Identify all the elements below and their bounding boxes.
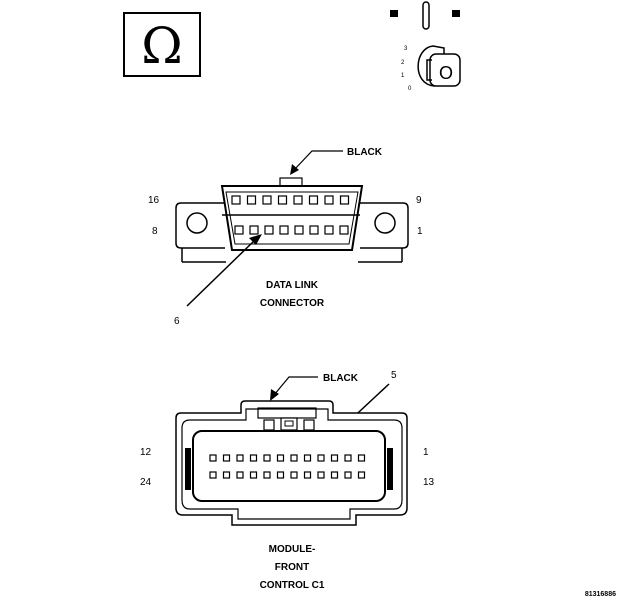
dlc-pin-cavity [262,195,272,205]
dlc-pointer-arrow-icon [249,234,262,245]
mfc-pin-cavity [222,471,231,479]
ohm-meter-symbol: Ω [123,12,201,77]
mfc-wire-arrow-icon [270,389,279,401]
mfc-title-line2: FRONT [275,562,309,573]
dlc-pin-label-8: 8 [152,226,158,237]
mfc-pin-cavity [290,454,298,462]
dlc-pin-cavity [309,225,319,235]
dlc-pin-cavity [231,195,241,205]
dlc-key-tab [279,177,303,187]
mfc-pin-label-24: 24 [140,477,152,488]
mfc-pin-cavity [263,471,271,479]
indicator-bar-icon [422,1,430,30]
key-position-3: 3 [404,46,408,52]
mfc-pin-cavity [344,454,352,462]
mfc-pin-cavity [317,471,325,479]
dlc-right-flange [360,202,409,249]
mfc-pin-cavity [276,454,285,462]
mfc-wire-leader [273,376,318,396]
dlc-pin-label-9: 9 [416,195,422,206]
key-position-1: 1 [401,73,405,79]
dlc-pin-cavity [279,225,289,235]
ignition-off-icon: 3 2 1 0 O [390,1,461,92]
indicator-right [452,10,460,17]
mfc-pin-cavity [209,471,217,479]
mfc-pin-cavity [317,454,325,462]
dlc-pin-cavity [294,225,304,235]
mfc-inner-housing [181,408,403,520]
mfc-pin-cavity [303,454,312,462]
mfc-pin-row-top [209,454,366,462]
mfc-pin-face [192,430,386,502]
dlc-title-line1: DATA LINK [266,280,319,291]
dlc-pin-label-16: 16 [148,195,160,206]
dlc-right-mount-hole [374,212,396,234]
figure-code: 81316886 [585,591,616,598]
mfc-pin-cavity [209,454,217,462]
mfc-title-line3: CONTROL C1 [260,580,325,591]
mfc-right-guide [387,448,393,490]
mfc-pin-cavity [330,454,339,462]
mfc-pin-cavity [344,471,352,479]
dlc-pin-cavity [277,195,288,205]
key-head-icon [429,53,461,87]
dlc-pin-cavity [308,195,319,205]
mfc-pin-cavity [249,471,258,479]
dlc-left-flange [175,202,225,249]
dlc-pointer-pin-label: 6 [174,316,180,327]
dlc-body-inner [225,191,359,245]
mfc-pin-cavity [330,471,339,479]
dlc-pin-cavity [234,225,244,235]
mfc-title-line1: MODULE- [269,544,316,555]
dlc-wire-arrow-icon [290,164,299,175]
key-position-2: 2 [401,60,405,66]
mfc-pin-cavity [276,471,285,479]
dlc-pin-cavity [249,225,259,235]
module-front-control-c1-connector: BLACK 5 12 1 24 13 MODULE- FRONT CONTROL… [140,370,435,591]
key-position-0: 0 [408,86,412,92]
dlc-pin-cavity [293,195,303,205]
dlc-wire-color-label: BLACK [347,147,383,158]
dlc-pin-cavity [324,195,334,205]
indicator-left [390,10,398,17]
mfc-latch-window [284,420,294,427]
ohm-symbol-box [123,12,201,77]
mfc-pin-label-13: 13 [423,477,435,488]
dlc-title-line2: CONNECTOR [260,298,325,309]
dlc-pin-row-top [231,195,350,205]
mfc-pointer-pin-label: 5 [391,370,397,381]
ohm-icon: Ω [141,17,182,75]
mfc-pin-cavity [290,471,298,479]
dlc-left-mount-hole [186,212,208,234]
mfc-wire-color-label: BLACK [323,373,359,384]
dlc-pin-cavity [246,195,257,205]
dlc-pin-cavity [324,225,334,235]
mfc-pin-cavity [222,454,231,462]
dlc-pin-cavity [264,225,274,235]
data-link-connector: BLACK 16 9 8 1 6 DATA LINK CONNECTOR [148,147,423,327]
dlc-pin-row-bottom [234,225,349,235]
key-notch [426,59,432,81]
mfc-pin-cavity [263,454,271,462]
mfc-left-guide [185,448,191,490]
mfc-pin-cavity [357,471,366,479]
mfc-pin-cavity [236,471,244,479]
mfc-pin-cavity [236,454,244,462]
mfc-pin-cavity [357,454,366,462]
mfc-pin-label-1: 1 [423,447,429,458]
key-label: O [439,63,453,83]
dlc-pointer-line [186,239,256,307]
dlc-wire-leader [293,150,343,171]
dlc-pin-label-1: 1 [417,226,423,237]
mfc-pin-cavity [249,454,258,462]
mfc-pin-row-bottom [209,471,366,479]
mfc-pin-cavity [303,471,312,479]
mfc-latch-tab [280,417,298,431]
dlc-pin-cavity [339,225,349,235]
dlc-pin-cavity [339,195,350,205]
mfc-pin-label-12: 12 [140,447,152,458]
